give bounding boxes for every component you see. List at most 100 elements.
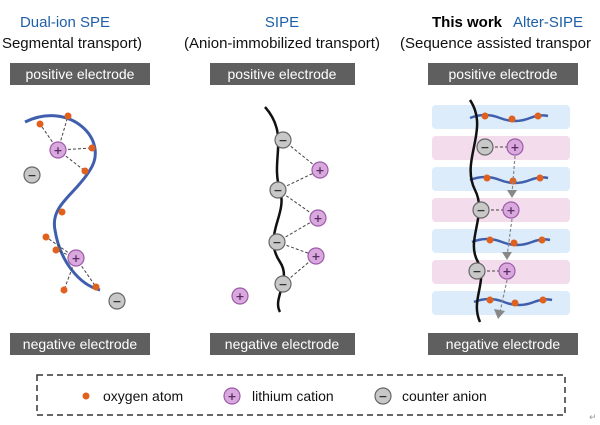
minus-sign: − [272, 236, 281, 249]
plus-sign: + [71, 252, 80, 265]
oxygen-atom [481, 112, 489, 120]
lithium-cation: + [49, 141, 67, 159]
legend: oxygen atom + lithium cation − counter a… [36, 374, 566, 416]
oxygen-atom [539, 296, 547, 304]
panel3-transport-path [499, 155, 516, 313]
oxygen-atom [508, 115, 516, 123]
oxygen-atom [486, 296, 494, 304]
panel1-oxygen-atoms [36, 112, 100, 294]
plus-sign: + [510, 141, 519, 154]
legend-lithium-label: lithium cation [252, 388, 334, 404]
oxygen-atom [42, 233, 50, 241]
minus-sign: − [476, 204, 485, 217]
panel1-dual-ion-diagram: + + − − [23, 112, 126, 310]
panel2-title: SIPE [265, 14, 299, 31]
panel3-negative-label: negative electrode [446, 336, 561, 352]
arrow-down-icon [502, 252, 512, 260]
lithium-cation: + [498, 262, 516, 280]
minus-sign: − [278, 134, 287, 147]
minus-sign: − [378, 390, 387, 403]
minus-sign: − [278, 278, 287, 291]
panel1-title: Dual-ion SPE [20, 14, 110, 31]
pink-band [432, 136, 570, 160]
oxygen-atom [52, 246, 60, 254]
oxygen-atom [36, 120, 44, 128]
counter-anion: − [274, 275, 292, 293]
panel2-subtitle: (Anion-immobilized transport) [184, 35, 380, 52]
lithium-cation: + [67, 249, 85, 267]
panel1-negative-electrode [10, 333, 150, 355]
panel3-polymer-backbone [468, 99, 483, 323]
positive-electrode-bars: positive electrode positive electrode po… [10, 63, 578, 85]
oxygen-atom [536, 174, 544, 182]
panel1-subtitle: Segmental transport) [2, 35, 142, 52]
blue-band [432, 167, 570, 191]
lithium-cation: + [502, 201, 520, 219]
arrow-down-icon [507, 190, 517, 198]
oxygen-atom [60, 286, 68, 294]
minus-sign: − [27, 169, 36, 182]
counter-anion: − [108, 292, 126, 310]
oxygen-atom [81, 167, 89, 175]
counter-anion-legend-icon: − [374, 387, 392, 405]
panel2-sipe-diagram: − − − − + + + + [231, 106, 329, 313]
plus-sign: + [313, 212, 322, 225]
blue-band [432, 105, 570, 129]
lithium-cation: + [307, 247, 325, 265]
plus-sign: + [235, 290, 244, 303]
lithium-cation: + [506, 138, 524, 156]
panel2-negative-label: negative electrode [225, 336, 340, 352]
oxygen-atom-legend-icon [82, 392, 90, 400]
counter-anion: − [476, 138, 494, 156]
minus-sign: − [112, 295, 121, 308]
minus-sign: − [273, 184, 282, 197]
oxygen-atom [538, 236, 546, 244]
oxygen-atom [511, 299, 519, 307]
panel3-title-bold: This work [432, 14, 503, 31]
minus-sign: − [480, 141, 489, 154]
panel1-positive-label: positive electrode [26, 66, 135, 82]
plus-sign: + [227, 390, 236, 403]
oxygen-atom [92, 283, 100, 291]
lithium-cation-legend-icon: + [223, 387, 241, 405]
panel1-positive-electrode [10, 63, 150, 85]
panel3-alter-sipe-diagram: − − − + + + [432, 99, 570, 323]
panel3-oxygen-atoms [481, 112, 547, 307]
lithium-cation: + [309, 209, 327, 227]
counter-anion: − [472, 201, 490, 219]
legend-anion-label: counter anion [402, 388, 487, 404]
legend-oxygen-label: oxygen atom [103, 388, 183, 404]
oxygen-atom [510, 239, 518, 247]
panel3-positive-electrode [428, 63, 578, 85]
plus-sign: + [311, 250, 320, 263]
lithium-cation: + [231, 287, 249, 305]
panel1-polymer-chain [24, 114, 101, 292]
panel2-negative-electrode [210, 333, 355, 355]
panel3-negative-electrode [428, 333, 578, 355]
lithium-cation: + [311, 161, 329, 179]
oxygen-atom [486, 236, 494, 244]
minus-sign: − [472, 265, 481, 278]
oxygen-atom [64, 112, 72, 120]
panel2-positive-label: positive electrode [228, 66, 337, 82]
plus-sign: + [502, 265, 511, 278]
counter-anion: − [274, 131, 292, 149]
panel3-positive-label: positive electrode [449, 66, 558, 82]
panel3-subtitle: (Sequence assisted transpor [400, 35, 591, 52]
panel2-positive-electrode [210, 63, 355, 85]
panel3-title: Alter-SIPE [513, 14, 583, 31]
panel3-transport-arrows [494, 190, 517, 319]
panel1-negative-label: negative electrode [23, 336, 138, 352]
oxygen-atom [58, 208, 66, 216]
counter-anion: − [269, 181, 287, 199]
counter-anion: − [268, 233, 286, 251]
legend-box [36, 374, 566, 416]
oxygen-atom [483, 174, 491, 182]
counter-anion: − [23, 166, 41, 184]
plus-sign: + [315, 164, 324, 177]
arrow-down-icon [494, 309, 505, 319]
oxygen-atom [88, 144, 96, 152]
plus-sign: + [506, 204, 515, 217]
negative-electrode-bars: negative electrode negative electrode ne… [10, 333, 578, 355]
